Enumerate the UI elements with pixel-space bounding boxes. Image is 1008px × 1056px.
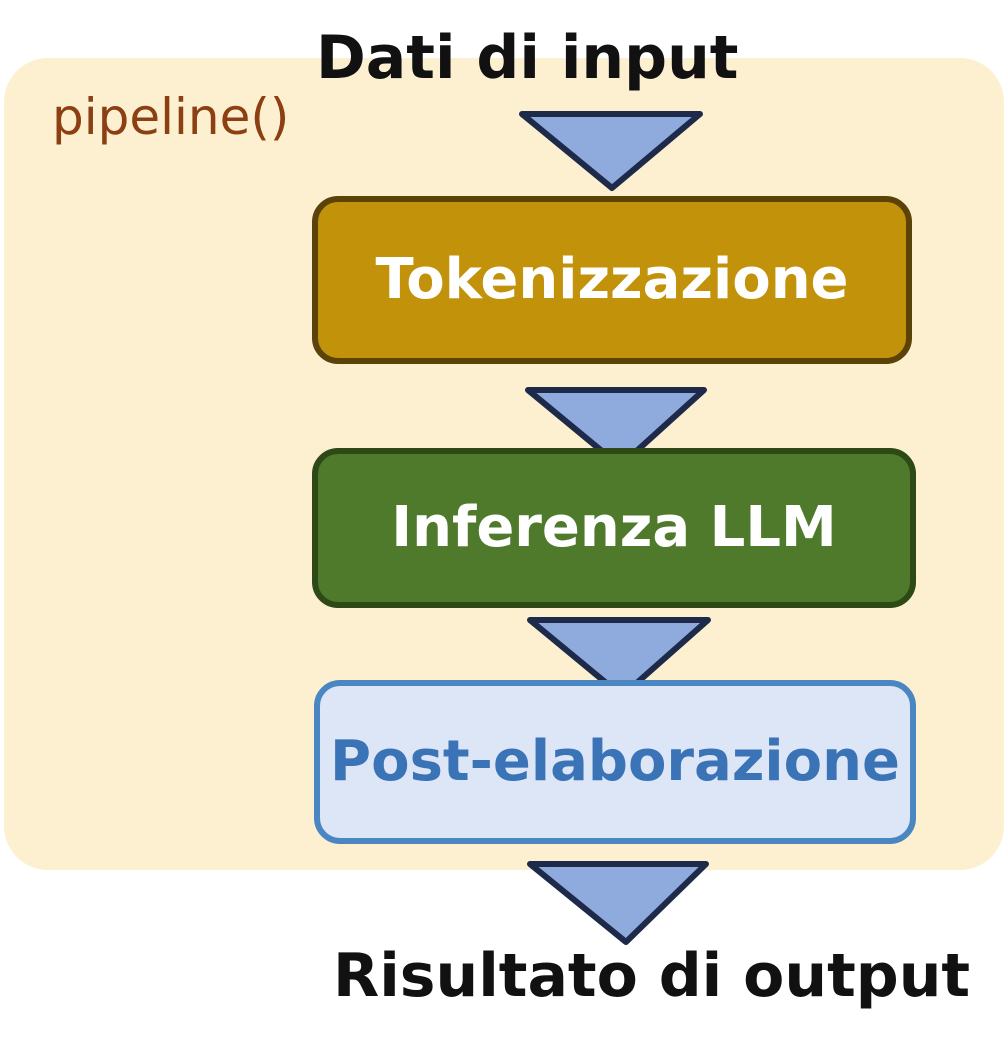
step-tokenization: Tokenizzazione bbox=[312, 196, 912, 364]
pipeline-label: pipeline() bbox=[52, 88, 290, 146]
arrow-down-icon bbox=[519, 111, 703, 191]
output-label: Risultato di output bbox=[333, 941, 971, 1011]
step-label: Inferenza LLM bbox=[391, 495, 837, 560]
step-label: Tokenizzazione bbox=[375, 247, 849, 312]
step-post-processing: Post-elaborazione bbox=[314, 680, 916, 844]
arrow-down-icon bbox=[525, 387, 707, 469]
input-label: Dati di input bbox=[316, 23, 739, 93]
step-label: Post-elaborazione bbox=[330, 729, 900, 794]
arrow-down-icon bbox=[527, 861, 709, 945]
step-llm-inference: Inferenza LLM bbox=[312, 448, 916, 608]
arrow-down-icon bbox=[527, 617, 711, 699]
